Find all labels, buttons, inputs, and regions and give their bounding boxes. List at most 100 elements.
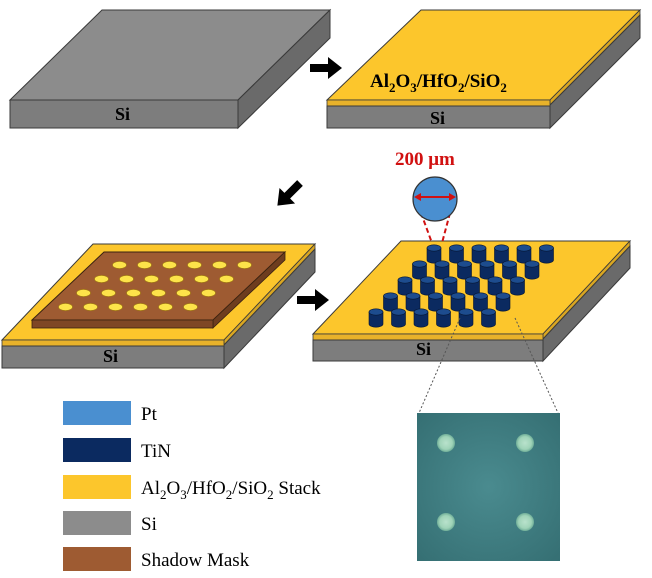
mask-hole xyxy=(183,303,198,311)
mask-hole xyxy=(212,261,227,269)
wafer2-front-stack xyxy=(326,99,551,107)
legend-item-si: Si xyxy=(63,511,157,535)
micrograph-pad xyxy=(516,513,534,531)
mask-hole xyxy=(237,261,252,269)
micrograph-line-right xyxy=(514,317,559,414)
mask-hole xyxy=(187,261,202,269)
mask-hole xyxy=(133,303,148,311)
zoom-line-left xyxy=(420,212,433,244)
device-pillar xyxy=(391,308,406,328)
device-zoom-circle xyxy=(412,176,458,222)
mask-hole xyxy=(126,289,141,297)
wafer2-stack-label: Al2O3/HfO2/SiO2 xyxy=(370,71,507,95)
optical-micrograph xyxy=(417,413,560,561)
device-pillar xyxy=(436,308,451,328)
device-pillar xyxy=(516,244,532,264)
legend-label-si: Si xyxy=(141,514,157,535)
wafer1-si-label: Si xyxy=(115,104,130,124)
mask-hole xyxy=(112,261,127,269)
arrow-right-icon xyxy=(310,57,342,79)
legend-swatch-si xyxy=(63,511,131,535)
device-pillar xyxy=(479,260,495,280)
legend-label-stack: Al2O3/HfO2/SiO2 Stack xyxy=(141,478,321,502)
mask-holes xyxy=(58,261,252,311)
mask-hole xyxy=(151,289,166,297)
mask-hole xyxy=(101,289,116,297)
step-2-stack-deposition: Si Al2O3/HfO2/SiO2 xyxy=(325,9,642,130)
device-pillar xyxy=(487,276,503,296)
device-pillar xyxy=(539,244,554,264)
device-pillar xyxy=(397,276,413,296)
device-pillar xyxy=(413,308,429,328)
device-pillar xyxy=(510,276,525,296)
mask-hole xyxy=(58,303,73,311)
device-pillar xyxy=(442,276,458,296)
legend-swatch-stack xyxy=(63,475,131,499)
device-pillar xyxy=(502,260,517,280)
device-pillar xyxy=(524,260,540,280)
mask-hole xyxy=(137,261,152,269)
step-1-si-wafer: Si xyxy=(8,8,332,130)
mask-hole xyxy=(83,303,98,311)
mask-hole xyxy=(219,275,234,283)
mask-hole xyxy=(194,275,209,283)
legend-label-tin: TiN xyxy=(141,441,171,462)
mask-hole xyxy=(158,303,173,311)
mask-hole xyxy=(76,289,91,297)
wafer2-si-label: Si xyxy=(430,108,445,128)
scale-bar-label: 200 μm xyxy=(395,149,455,170)
mask-hole xyxy=(119,275,134,283)
device-pillar xyxy=(412,260,427,280)
device-pillar xyxy=(494,244,509,264)
wafer1-front xyxy=(9,99,239,129)
device-pillar xyxy=(405,292,421,312)
scale-arrow-head-left xyxy=(414,193,421,201)
legend-item-tin: TiN xyxy=(63,438,171,462)
device-pillar xyxy=(449,244,464,264)
legend: Pt TiN Al2O3/HfO2/SiO2 Stack Si Shadow M… xyxy=(63,401,321,571)
legend-label-shadow-mask: Shadow Mask xyxy=(141,550,250,571)
legend-swatch-shadow-mask xyxy=(63,547,131,571)
step-4-devices: Si 200 μm xyxy=(311,149,632,414)
scale-arrow-head-right xyxy=(449,193,456,201)
arrow-down-left-icon xyxy=(277,180,303,206)
mask-hole xyxy=(176,289,191,297)
device-pillar xyxy=(481,308,496,328)
device-pillar xyxy=(428,292,443,312)
legend-swatch-pt xyxy=(63,401,131,425)
mask-hole xyxy=(94,275,109,283)
device-pillar xyxy=(471,244,487,264)
step-3-shadow-mask: Si xyxy=(0,242,317,370)
wafer4-si-label: Si xyxy=(416,339,431,359)
device-pillar xyxy=(450,292,466,312)
mask-hole xyxy=(108,303,123,311)
legend-item-stack: Al2O3/HfO2/SiO2 Stack xyxy=(63,475,321,502)
arrow-right-icon xyxy=(297,289,329,311)
device-pillar xyxy=(457,260,472,280)
legend-item-shadow-mask: Shadow Mask xyxy=(63,547,250,571)
device-pillar xyxy=(420,276,435,296)
legend-label-pt: Pt xyxy=(141,404,158,425)
device-pillar xyxy=(383,292,398,312)
micrograph-pad xyxy=(437,434,455,452)
device-pillar xyxy=(473,292,488,312)
device-pillar xyxy=(434,260,450,280)
micrograph-pad xyxy=(516,434,534,452)
device-pillar xyxy=(458,308,474,328)
mask-hole xyxy=(144,275,159,283)
wafer3-front-si xyxy=(1,345,225,369)
legend-item-pt: Pt xyxy=(63,401,158,425)
mask-hole xyxy=(162,261,177,269)
device-array xyxy=(368,244,554,328)
device-pillar xyxy=(426,244,442,264)
micrograph-pad xyxy=(437,513,455,531)
wafer2-front-si xyxy=(326,105,551,129)
legend-swatch-tin xyxy=(63,438,131,462)
mask-hole xyxy=(169,275,184,283)
zoom-line-right xyxy=(441,212,451,244)
mask-hole xyxy=(201,289,216,297)
device-pillar xyxy=(465,276,480,296)
micrograph-line-left xyxy=(418,317,461,414)
wafer3-si-label: Si xyxy=(103,346,118,366)
device-pillar xyxy=(495,292,511,312)
